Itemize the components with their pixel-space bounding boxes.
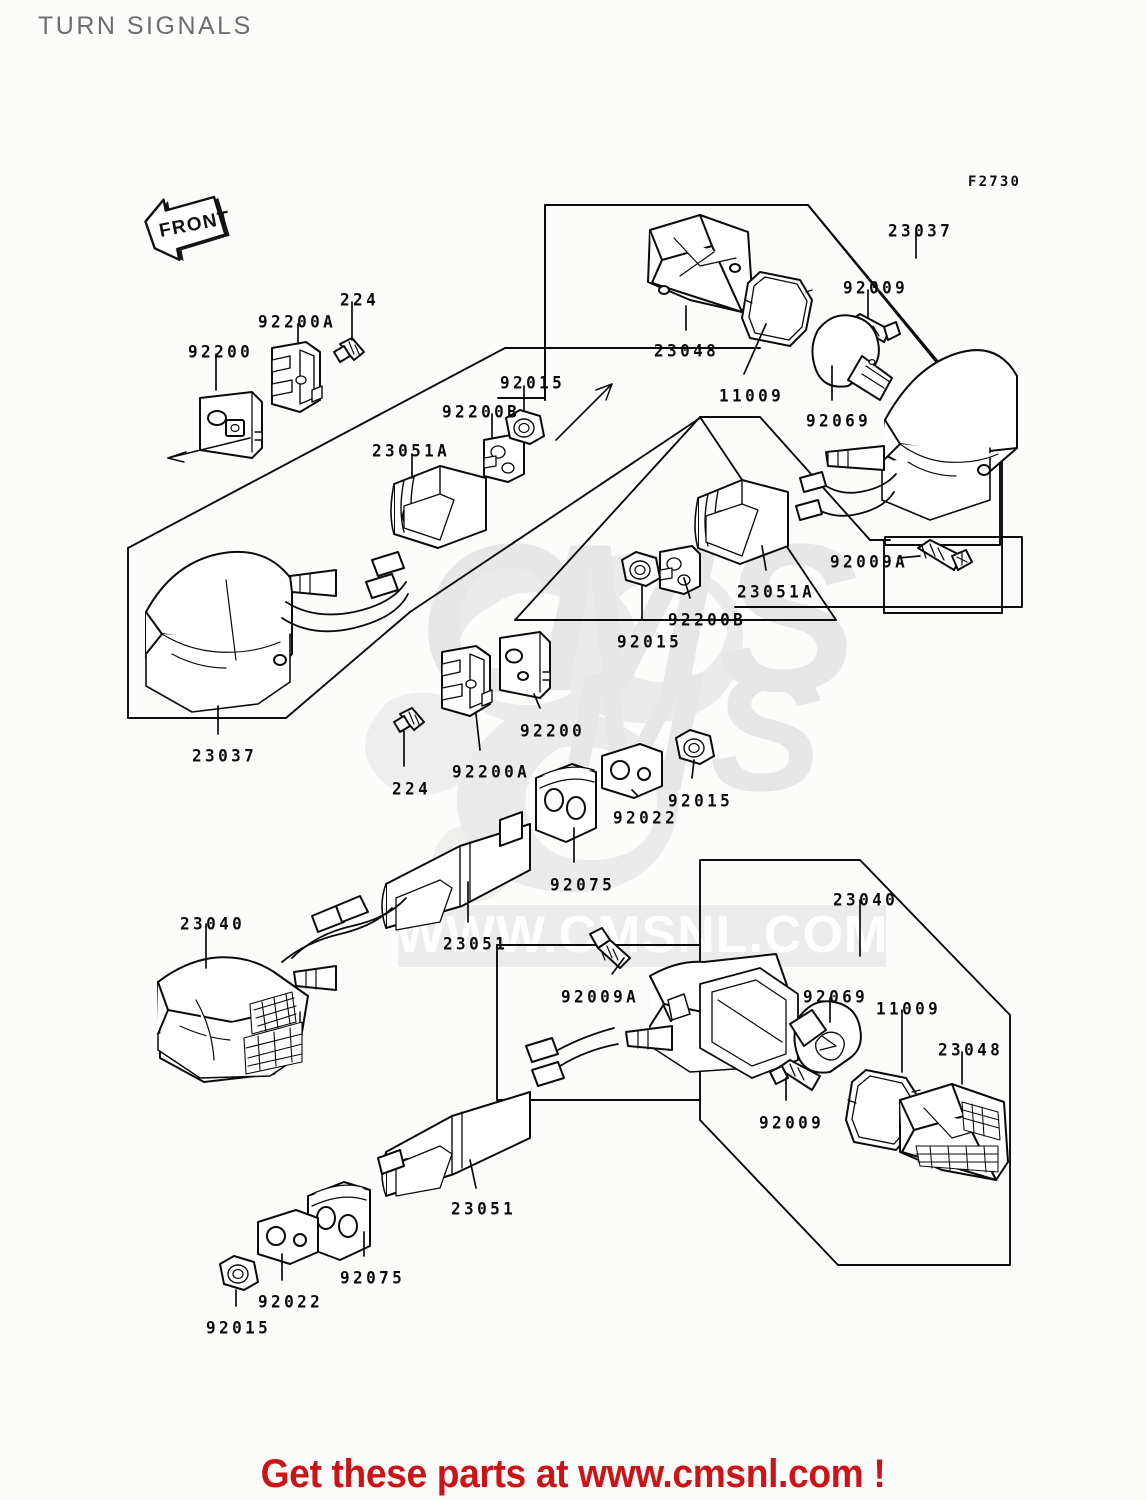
- part-92022-washer-bottom: [257, 1209, 319, 1265]
- part-label-23037[interactable]: 23037: [192, 745, 258, 766]
- part-92009A-screw-top: [917, 539, 973, 571]
- part-224-screw-left: [333, 337, 365, 363]
- part-label-92069[interactable]: 92069: [803, 986, 869, 1007]
- part-92200A-bracket-mid: [441, 645, 493, 717]
- part-label-224[interactable]: 224: [340, 289, 380, 310]
- part-label-11009[interactable]: 11009: [876, 998, 942, 1019]
- part-label-92200b[interactable]: 92200B: [442, 401, 521, 422]
- part-23051A-socket-mid: [694, 479, 789, 565]
- part-label-92022[interactable]: 92022: [613, 807, 679, 828]
- part-label-92015[interactable]: 92015: [500, 372, 566, 393]
- part-label-92009a[interactable]: 92009A: [561, 986, 640, 1007]
- part-label-23037[interactable]: 23037: [888, 220, 954, 241]
- footer-promo-text[interactable]: Get these parts at www.cmsnl.com !: [260, 1452, 886, 1496]
- part-92022-washer-mid: [601, 743, 663, 799]
- part-label-92009[interactable]: 92009: [843, 277, 909, 298]
- part-label-23048[interactable]: 23048: [938, 1039, 1004, 1060]
- part-label-92200a[interactable]: 92200A: [452, 761, 531, 782]
- part-label-92200[interactable]: 92200: [520, 720, 586, 741]
- part-label-23040[interactable]: 23040: [833, 889, 899, 910]
- part-92009A-screw-lower: [589, 927, 631, 969]
- part-23048-lens-top: [647, 214, 753, 313]
- part-label-23051[interactable]: 23051: [451, 1198, 517, 1219]
- part-label-11009[interactable]: 11009: [719, 385, 785, 406]
- part-label-92015[interactable]: 92015: [668, 790, 734, 811]
- part-23051A-socket-left: [390, 465, 487, 549]
- pointer-arrow-left: [167, 437, 251, 463]
- part-92015-nut-left: [505, 409, 545, 445]
- part-label-92075[interactable]: 92075: [340, 1267, 406, 1288]
- svg-text:WWW.CMSNL.COM: WWW.CMSNL.COM: [396, 906, 888, 964]
- part-label-92069[interactable]: 92069: [806, 410, 872, 431]
- part-92200A-bracket-left: [271, 341, 323, 413]
- svg-text:M: M: [538, 500, 717, 735]
- part-label-23051a[interactable]: 23051A: [372, 440, 451, 461]
- part-23048-lens-lower: [899, 1083, 1009, 1181]
- part-92015-nut-mid: [621, 551, 661, 587]
- part-label-92022[interactable]: 92022: [258, 1291, 324, 1312]
- part-label-92009a[interactable]: 92009A: [830, 551, 909, 572]
- part-92075-damper-bottom: [307, 1181, 371, 1261]
- part-92200-plate-left: [199, 391, 263, 459]
- part-label-224[interactable]: 224: [392, 778, 432, 799]
- part-23051-socket-bottom: [377, 1091, 531, 1197]
- page-title: TURN SIGNALS: [38, 12, 253, 40]
- part-92009-screw-lower: [769, 1059, 821, 1091]
- part-label-92075[interactable]: 92075: [550, 874, 616, 895]
- part-92200B-plate-mid: [659, 545, 701, 595]
- part-23051-socket-lower-left: [381, 811, 531, 931]
- part-92075-damper-mid: [535, 763, 597, 843]
- part-label-23051a[interactable]: 23051A: [737, 581, 816, 602]
- part-23040-lamp-lower-left: [157, 895, 407, 1083]
- part-224-screw-mid: [393, 707, 425, 733]
- part-92015-nut-midright: [675, 729, 715, 765]
- part-label-23051[interactable]: 23051: [443, 933, 509, 954]
- pointer-arrow-mid: [555, 383, 613, 441]
- part-23040-lamp-lower-right: [525, 953, 799, 1087]
- front-direction-marker: FRONT: [144, 195, 232, 261]
- part-label-92015[interactable]: 92015: [617, 631, 683, 652]
- part-92015-nut-bottom: [219, 1255, 259, 1291]
- part-92200-plate-mid: [499, 631, 551, 699]
- part-23037-body-top: [795, 349, 1018, 521]
- part-92069-bulb-top: [811, 314, 893, 401]
- part-92200B-plate-left: [483, 433, 525, 483]
- part-label-92200a[interactable]: 92200A: [258, 311, 337, 332]
- part-label-92200[interactable]: 92200: [188, 341, 254, 362]
- part-23037-lamp-left: [145, 550, 409, 713]
- part-label-23040[interactable]: 23040: [180, 913, 246, 934]
- svg-text:S: S: [710, 638, 822, 826]
- part-11009-gasket-top: [741, 271, 813, 347]
- part-label-23048[interactable]: 23048: [654, 340, 720, 361]
- part-label-92015[interactable]: 92015: [206, 1317, 272, 1338]
- diagram-code: F2730: [968, 174, 1022, 190]
- part-92069-bulb-lower: [789, 1000, 862, 1074]
- part-label-92009[interactable]: 92009: [759, 1112, 825, 1133]
- part-label-92200b[interactable]: 92200B: [668, 609, 747, 630]
